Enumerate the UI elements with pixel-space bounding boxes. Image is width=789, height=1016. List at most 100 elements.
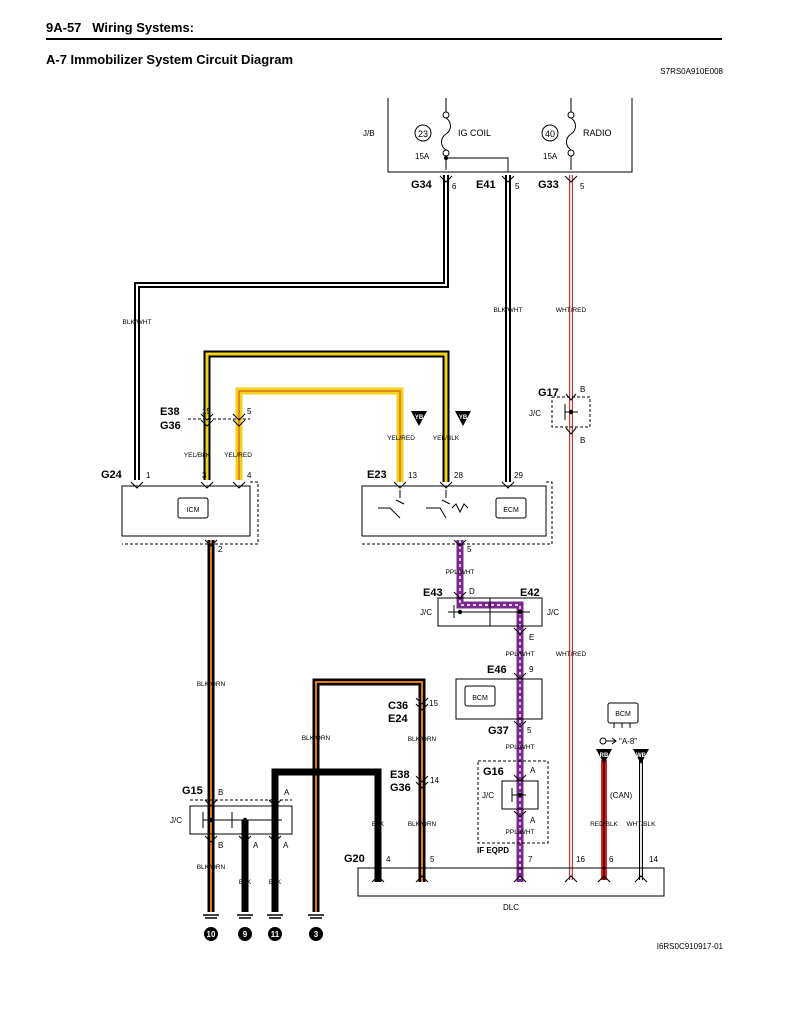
e38b-label: E38 — [390, 769, 410, 781]
dlc-label: DLC — [503, 903, 519, 912]
icm-chip-icon — [177, 497, 209, 519]
c36-label: C36 — [388, 700, 408, 712]
ground-9-icon — [238, 927, 252, 941]
tag-rb-text: RB — [600, 753, 609, 759]
ecm-chip-icon — [495, 497, 527, 519]
if-eqpd-label: IF EQPD — [477, 846, 509, 855]
ground-11-label: 11 — [271, 930, 280, 939]
label-blk-orn-ground3: BLK/ORN — [302, 735, 331, 742]
bcm-reference-icon — [607, 702, 639, 724]
g36-label: G36 — [160, 420, 181, 432]
g24-label: G24 — [101, 469, 123, 481]
icm-label: ICM — [187, 507, 200, 514]
e41-pin: 5 — [515, 182, 520, 191]
dlc-pin-14: 14 — [649, 855, 658, 864]
label-ppl-wht-2: PPL/WHT — [506, 651, 535, 658]
e38b-pin-14: 14 — [430, 776, 439, 785]
label-ppl-wht-4: PPL/WHT — [506, 829, 535, 836]
g17-pin-top: B — [580, 385, 585, 394]
header-rule — [46, 38, 722, 40]
section-header: 9A-57 Wiring Systems: — [46, 20, 194, 35]
ground-3-label: 3 — [314, 930, 319, 939]
tag-wb-text: WB — [636, 753, 647, 759]
can-label: (CAN) — [610, 791, 633, 800]
fuse-23-name: IG COIL — [458, 128, 491, 138]
g15-pin-bot-b: B — [218, 841, 223, 850]
fuse-40-number: 40 — [545, 129, 555, 139]
label-yel-blk-left: YEL/BLK — [184, 452, 211, 459]
wire-yel-blk — [203, 350, 450, 482]
dlc-pin-16: 16 — [576, 855, 585, 864]
g24-pin-3: 3 — [202, 471, 207, 480]
g16-pin-top: A — [530, 766, 536, 775]
label-blk-orn-1: BLK/ORN — [197, 681, 226, 688]
g24-pin-2: 2 — [218, 545, 223, 554]
tag-wb — [633, 749, 649, 764]
fuse-23-rating: 15A — [415, 152, 430, 161]
label-blk-dlc4: BLK — [372, 821, 385, 828]
label-red-blk: RED/BLK — [590, 821, 618, 828]
dlc-pin-4: 4 — [386, 855, 391, 864]
g20-label: G20 — [344, 853, 365, 865]
tag-yb-2-text: YB — [459, 415, 468, 421]
e23-pin-5: 5 — [467, 545, 472, 554]
bcm-label: BCM — [472, 695, 488, 702]
g17-joint-connector — [551, 396, 591, 428]
e23-pin-13: 13 — [408, 471, 417, 480]
tag-yb-1 — [411, 411, 427, 426]
diagram-title: A-7 Immobilizer System Circuit Diagram — [46, 52, 294, 67]
e42-jc: J/C — [547, 608, 559, 617]
ecm-module-box — [361, 485, 547, 537]
bcm-chip-icon — [464, 685, 496, 707]
e43-label: E43 — [423, 587, 443, 599]
g34-pin: 6 — [452, 182, 457, 191]
ground-11-icon — [268, 927, 282, 941]
c36-pin-15: 15 — [429, 699, 438, 708]
label-ppl-wht-1: PPL/WHT — [446, 569, 475, 576]
label-wht-blk: WHT/BLK — [627, 821, 657, 828]
g15-pin-top-b: B — [218, 788, 223, 797]
g36b-label: G36 — [390, 782, 411, 794]
ground-10-icon — [204, 927, 218, 941]
label-ppl-wht-3: PPL/WHT — [506, 744, 535, 751]
e38-label: E38 — [160, 406, 180, 418]
e42-label: E42 — [520, 587, 540, 599]
ecm-label: ECM — [503, 507, 519, 514]
tag-rb — [596, 749, 612, 764]
label-blk-ground9: BLK — [239, 879, 252, 886]
g16-jc: J/C — [482, 791, 494, 800]
arrow-a8-label: "A-8" — [619, 737, 637, 746]
e23-pin-29: 29 — [514, 471, 523, 480]
g37-pin-5: 5 — [527, 726, 532, 735]
dlc-connector-box — [357, 867, 665, 897]
g17-label: G17 — [538, 387, 559, 399]
g16-label: G16 — [483, 766, 504, 778]
label-blk-orn-2: BLK/ORN — [408, 736, 437, 743]
e43-pin-d: D — [469, 587, 475, 596]
g15-joint-connector — [189, 805, 293, 835]
ground-3-icon — [309, 927, 323, 941]
g15-label: G15 — [182, 785, 203, 797]
label-yel-red-right: YEL/RED — [387, 435, 415, 442]
e23-label: E23 — [367, 469, 387, 481]
g15-pin-bot-a2: A — [283, 841, 289, 850]
fuse-radio-symbol — [566, 98, 576, 170]
label-yel-red-left: YEL/RED — [224, 452, 252, 459]
g24-pin-1: 1 — [146, 471, 151, 480]
g16-pin-bottom: A — [530, 816, 536, 825]
junction-box-outline — [387, 98, 633, 173]
dlc-pin-7: 7 — [528, 855, 533, 864]
g33-label: G33 — [538, 179, 559, 191]
label-blk-wht-left: BLK/WHT — [123, 319, 152, 326]
g17-pin-bottom: B — [580, 436, 585, 445]
g24-pin-4: 4 — [247, 471, 252, 480]
g34-label: G34 — [411, 179, 433, 191]
label-blk-ground11: BLK — [269, 879, 282, 886]
reference-code-top: S7RS0A910E008 — [660, 67, 723, 76]
e43-jc: J/C — [420, 608, 432, 617]
icm-module-box — [121, 485, 251, 537]
ground-9-label: 9 — [243, 930, 248, 939]
jb-label: J/B — [363, 129, 375, 138]
fuse-23-number: 23 — [418, 129, 428, 139]
e46-pin-9: 9 — [529, 665, 534, 674]
